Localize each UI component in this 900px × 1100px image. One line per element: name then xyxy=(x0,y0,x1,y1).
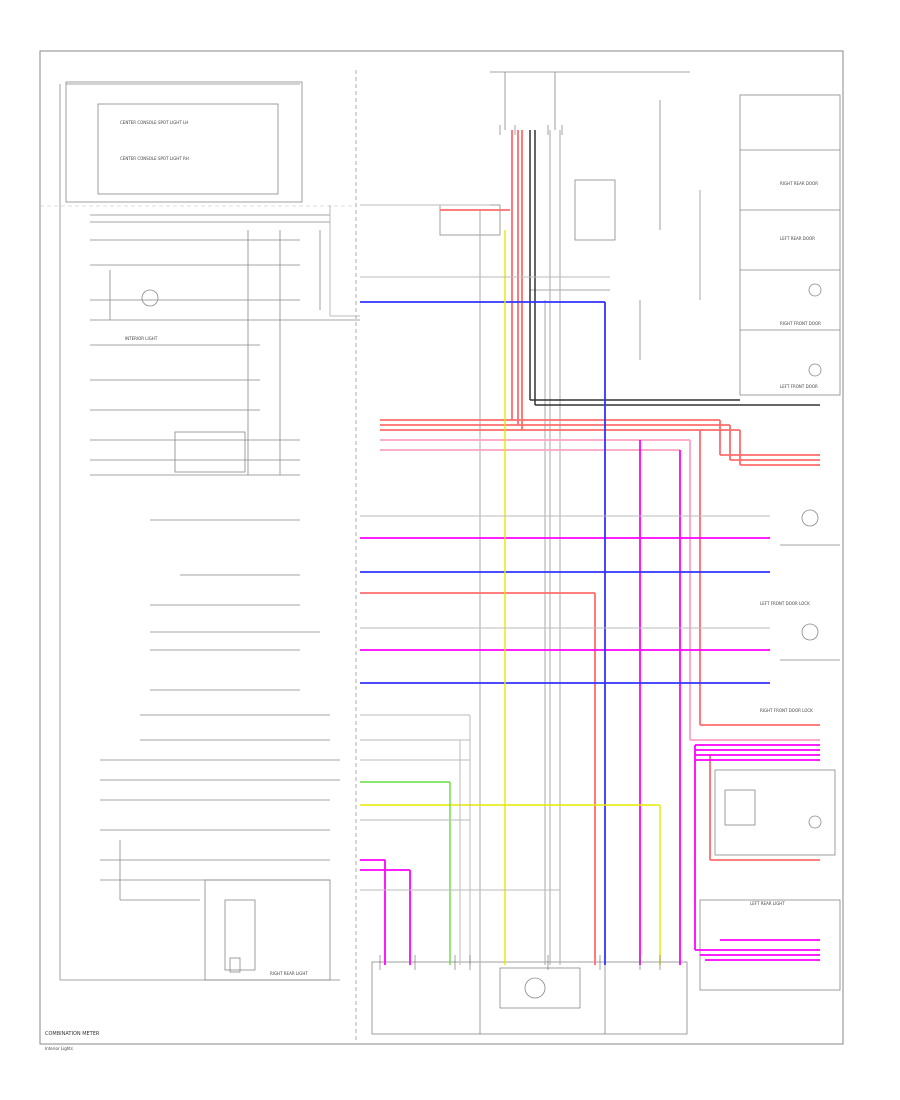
dark-wires xyxy=(529,130,820,406)
label-front-door-lh: LEFT FRONT DOOR xyxy=(780,384,818,389)
label-rf-door-lock: RIGHT FRONT DOOR LOCK xyxy=(760,708,813,713)
label-lf-door-lock: LEFT FRONT DOOR LOCK xyxy=(760,601,810,606)
label-rear-door-rh: RIGHT REAR DOOR xyxy=(780,181,818,186)
label-lr-door-light: LEFT REAR LIGHT xyxy=(750,901,785,906)
red-wires xyxy=(360,130,820,965)
connector-ticks xyxy=(379,125,661,970)
blue-wires xyxy=(360,301,770,965)
label-combination-meter: COMBINATION METER xyxy=(45,1031,100,1037)
gray-wires xyxy=(479,130,701,965)
label-rear-door-lh: LEFT REAR DOOR xyxy=(780,236,815,241)
label-interior-light-r: CENTER CONSOLE SPOT LIGHT RH xyxy=(120,156,189,161)
left-components xyxy=(59,81,360,981)
right-components xyxy=(371,71,841,1035)
label-front-door-rh: RIGHT FRONT DOOR xyxy=(780,321,821,326)
label-interior-light: INTERIOR LIGHT xyxy=(125,336,158,341)
label-footer: Interior Lights xyxy=(45,1046,73,1051)
pink-wires xyxy=(380,439,820,741)
label-interior-light-l: CENTER CONSOLE SPOT LIGHT LH xyxy=(120,120,188,125)
diagram-frame xyxy=(39,50,844,1045)
green-wires xyxy=(360,781,451,965)
yellow-wires xyxy=(360,230,661,965)
label-rr-door-light: RIGHT REAR LIGHT xyxy=(270,971,308,976)
magenta-wires xyxy=(360,440,820,965)
gray-short-wires xyxy=(329,204,770,965)
